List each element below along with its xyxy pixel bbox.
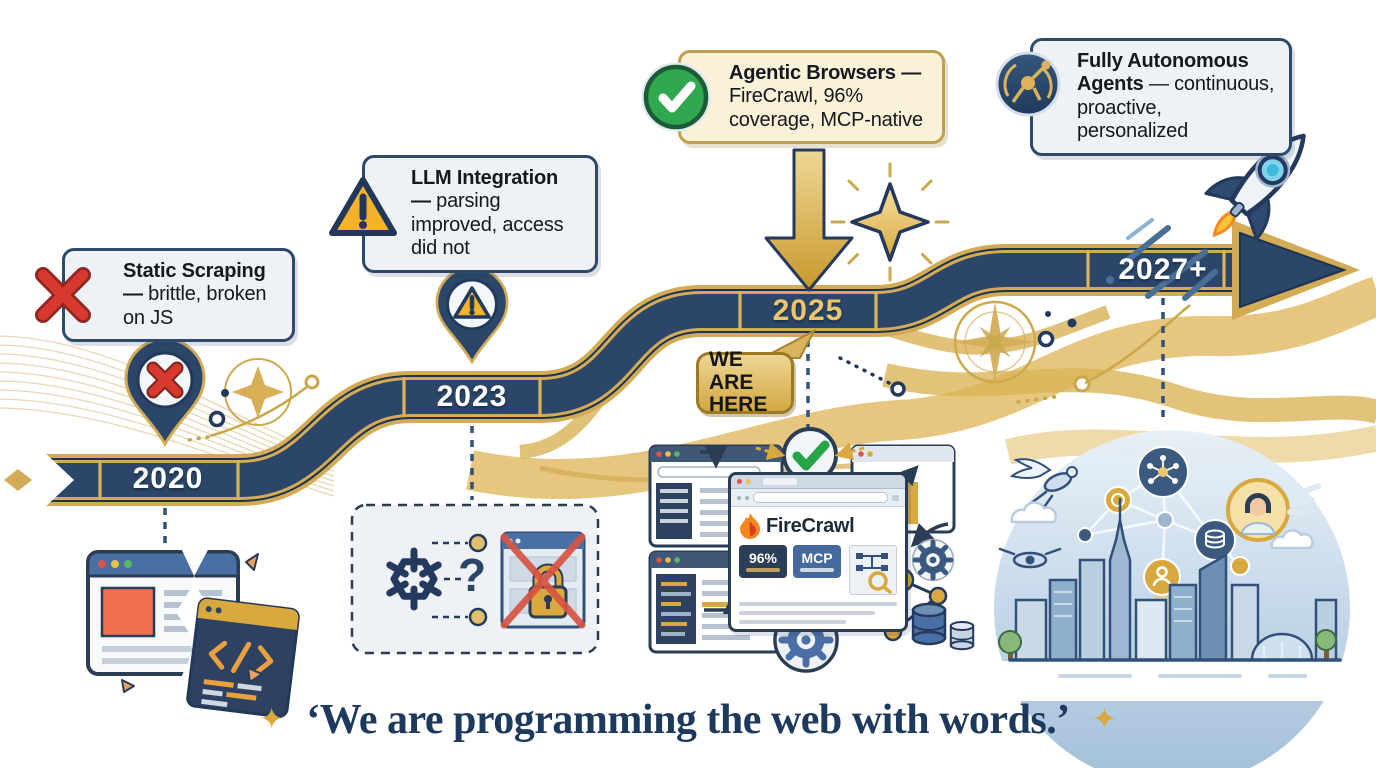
- down-arrow: [764, 148, 854, 292]
- window-titlebar: [731, 475, 905, 489]
- timeline-ribbon: [4, 220, 1360, 508]
- gear-icon: [911, 538, 955, 582]
- rocket-icon: [1204, 133, 1306, 241]
- browser-tab: [763, 478, 797, 485]
- segment-dividers: [98, 250, 1226, 500]
- we-are-here-badge: WE ARE HERE: [696, 348, 794, 417]
- star-icon: ✦: [259, 703, 285, 736]
- check-icon: [641, 62, 711, 132]
- forward-icon: [745, 495, 749, 500]
- molecule-node: [1137, 446, 1189, 498]
- mcp-value: MCP: [801, 550, 833, 566]
- flowchart-icon: [856, 553, 892, 594]
- year-label-2025: 2025: [772, 294, 844, 327]
- star-in-circle: [224, 358, 292, 426]
- dashed-drop-lines: [163, 298, 1165, 556]
- badges-row: 96% MCP: [739, 545, 897, 595]
- question-mark: ?: [458, 549, 487, 601]
- year-label-2027: 2027+: [1118, 253, 1208, 286]
- quote-row: ✦ ‘We are programming the web with words…: [0, 696, 1376, 744]
- callout-text: Agentic Browsers — FireCrawl, 96% covera…: [729, 62, 923, 131]
- quote-text: ‘We are programming the web with words.’: [306, 697, 1070, 743]
- code-icon: [208, 640, 274, 675]
- locked-site: [500, 531, 586, 629]
- brand-name: FireCrawl: [766, 514, 855, 537]
- debris: [121, 553, 263, 693]
- mcp-badge: MCP: [793, 545, 841, 578]
- crack: [176, 546, 212, 680]
- address-bar: [753, 492, 888, 503]
- coverage-value: 96%: [748, 550, 778, 566]
- ribbon-start-notch: [44, 452, 74, 508]
- firecraw-brand: FireCrawl: [739, 513, 897, 539]
- llm-knot-icon: [386, 547, 442, 611]
- window-urlbar: [731, 489, 905, 507]
- star-icon: ✦: [1091, 703, 1117, 736]
- clouds: [1010, 501, 1314, 550]
- callout-text: Fully Autonomous Agents — continuous, pr…: [1077, 50, 1275, 143]
- badge-caption: [800, 568, 834, 572]
- flame-icon: [740, 513, 760, 539]
- callout-static-scraping: Static Scraping — brittle, broken on JS: [35, 248, 295, 343]
- firecrawl-browser-window: FireCrawl 96% MCP: [728, 472, 908, 632]
- callout-text: Static Scraping — brittle, broken on JS: [123, 260, 267, 329]
- data-node: [1194, 519, 1236, 561]
- back-icon: [737, 495, 741, 500]
- compass-rose: [953, 300, 1037, 384]
- callout-autonomous-agents: Fully Autonomous Agents — continuous, pr…: [995, 38, 1292, 156]
- year-label-2023: 2023: [436, 380, 508, 413]
- decorations: [180, 162, 1191, 443]
- menu-icon: [892, 494, 899, 501]
- blocked-cross: [500, 533, 586, 629]
- sparkle-star: [830, 162, 950, 282]
- flowchart-panel: [849, 545, 897, 595]
- callout-llm-integration: LLM Integration — parsing improved, acce…: [329, 155, 598, 273]
- avatar: [1226, 478, 1321, 542]
- motion-streaks: [1122, 225, 1218, 301]
- skyline: [1014, 498, 1338, 662]
- code-window: [186, 597, 300, 718]
- autonomous-city-illustration: [994, 430, 1376, 768]
- database-icon-light: [949, 620, 975, 651]
- error-x-icon: [146, 361, 184, 399]
- drone-icon: [998, 547, 1062, 569]
- trees: [998, 629, 1337, 660]
- warning-icon: [329, 177, 397, 236]
- satellite-icon: [995, 51, 1061, 117]
- pin-2023: [435, 266, 509, 365]
- ribbon-arrowhead: [1232, 220, 1360, 320]
- badge-caption: [746, 568, 780, 572]
- pin-2020: [124, 337, 206, 447]
- llm-integration-illustration: [350, 503, 600, 655]
- window-content: FireCrawl 96% MCP: [731, 507, 905, 629]
- callout-agentic-browsers: Agentic Browsers — FireCrawl, 96% covera…: [641, 50, 945, 145]
- wing-icon: [1287, 483, 1321, 515]
- coverage-badge: 96%: [739, 545, 787, 578]
- page-text-lines: [739, 602, 897, 624]
- close-icon: [737, 479, 742, 484]
- database-icon: [911, 602, 947, 646]
- coin-node: [1104, 486, 1132, 514]
- firecrawl-cluster: [648, 427, 975, 673]
- flying-agent: [1009, 458, 1078, 512]
- minimize-icon: [746, 479, 751, 484]
- broken-browser-illustration: [86, 546, 300, 718]
- year-label-2020: 2020: [132, 462, 204, 495]
- error-x-icon: [35, 267, 91, 324]
- badge-line-2: HERE: [709, 393, 768, 417]
- ribbon-start-diamond: [4, 469, 32, 491]
- badge-line-1: WE ARE: [709, 348, 754, 394]
- warning-icon: [453, 286, 491, 319]
- rocket-illustration: [1106, 133, 1306, 301]
- callout-text: LLM Integration — parsing improved, acce…: [411, 167, 564, 260]
